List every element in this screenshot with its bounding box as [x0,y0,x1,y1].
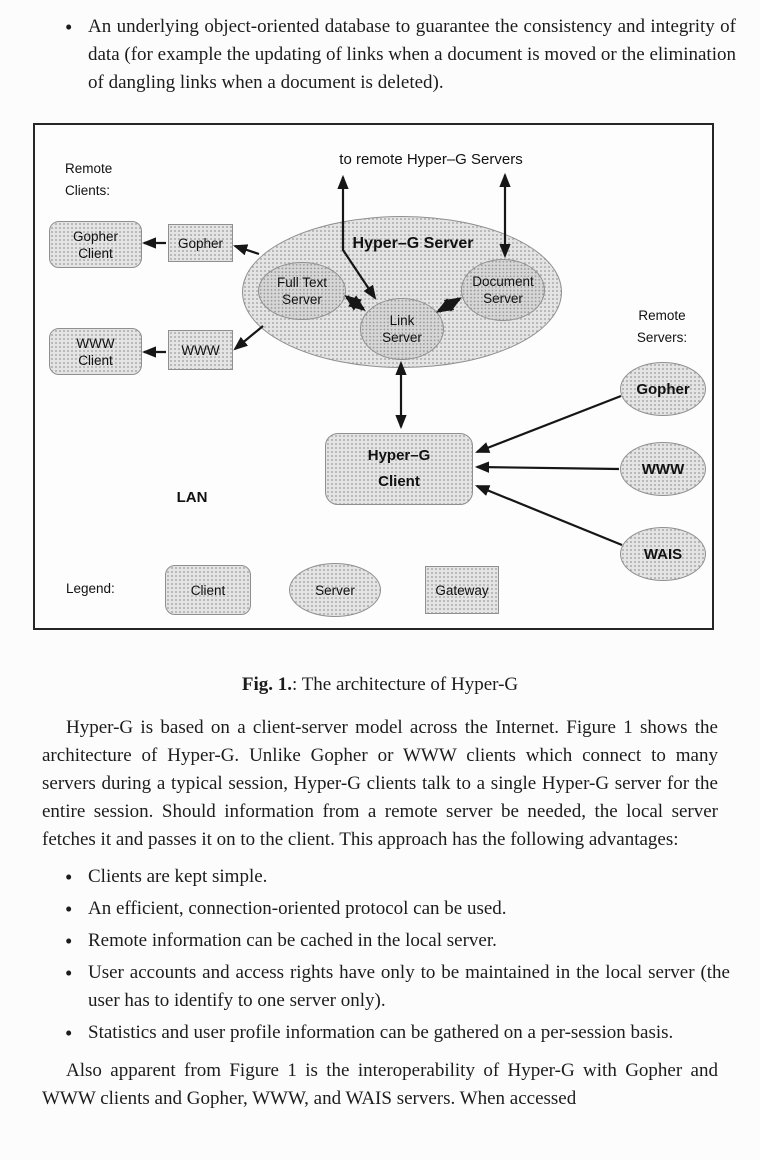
gopher-server-ellipse: Gopher [620,362,706,416]
advantages-list: Clients are kept simple. An efficient, c… [0,863,760,1047]
list-item: Clients are kept simple. [65,863,730,891]
www-client-box: WWW Client [49,328,142,375]
www-server-ellipse: WWW [620,442,706,496]
www-gateway-box: WWW [168,330,233,370]
legend-title: Legend: [66,580,115,596]
gopher-client-box: Gopher Client [49,221,142,268]
legend-client-box: Client [165,565,251,615]
remote-clients-label: Remote Clients: [65,161,113,198]
link-server-ellipse: Link Server [360,298,444,360]
lan-label: LAN [176,488,208,506]
arrows-overlay [141,172,623,547]
list-item: Remote information can be cached in the … [65,927,730,955]
arrow-server-to-www-gateway [233,325,264,351]
arrow-gopher-server-to-client [475,394,622,454]
list-item: User accounts and access rights have onl… [65,959,730,1015]
list-item: An efficient, connection-oriented protoc… [65,895,730,923]
figure-caption-text: : The architecture of Hyper-G [292,674,519,695]
arrow-fulltext-link [344,294,366,312]
to-remote-servers-label: to remote Hyper–G Servers [339,150,523,168]
remote-servers-label: Remote Servers: [636,308,688,345]
arrow-link-document [436,297,462,313]
arrow-link-to-remote-left [337,174,377,300]
figure-caption: Fig. 1.: The architecture of Hyper-G [0,671,760,699]
paragraph-hyperg-model: Hyper-G is based on a client-server mode… [42,717,718,850]
wais-server-ellipse: WAIS [620,527,706,581]
document-server-ellipse: Document Server [461,259,545,321]
gopher-gateway-box: Gopher [168,224,233,262]
full-text-server-ellipse: Full Text Server [258,262,346,320]
figure-1-diagram: Hyper–G Server Full Text Server Link Ser… [33,123,714,630]
figure-caption-label: Fig. 1. [241,674,293,695]
legend-server-ellipse: Server [289,563,381,617]
arrow-server-to-gopher-gateway [232,244,260,256]
hyperg-client-box: Hyper–G Client [325,433,473,505]
arrow-www-server-to-client [474,461,620,473]
list-item: An underlying object-oriented database t… [65,13,736,97]
paragraph-interoperability: Also apparent from Figure 1 is the inter… [42,1060,718,1109]
arrow-wais-server-to-client [475,484,623,547]
legend-gateway-box: Gateway [425,566,499,614]
list-item: Statistics and user profile information … [65,1019,730,1047]
intro-bullet-block: An underlying object-oriented database t… [0,0,760,97]
